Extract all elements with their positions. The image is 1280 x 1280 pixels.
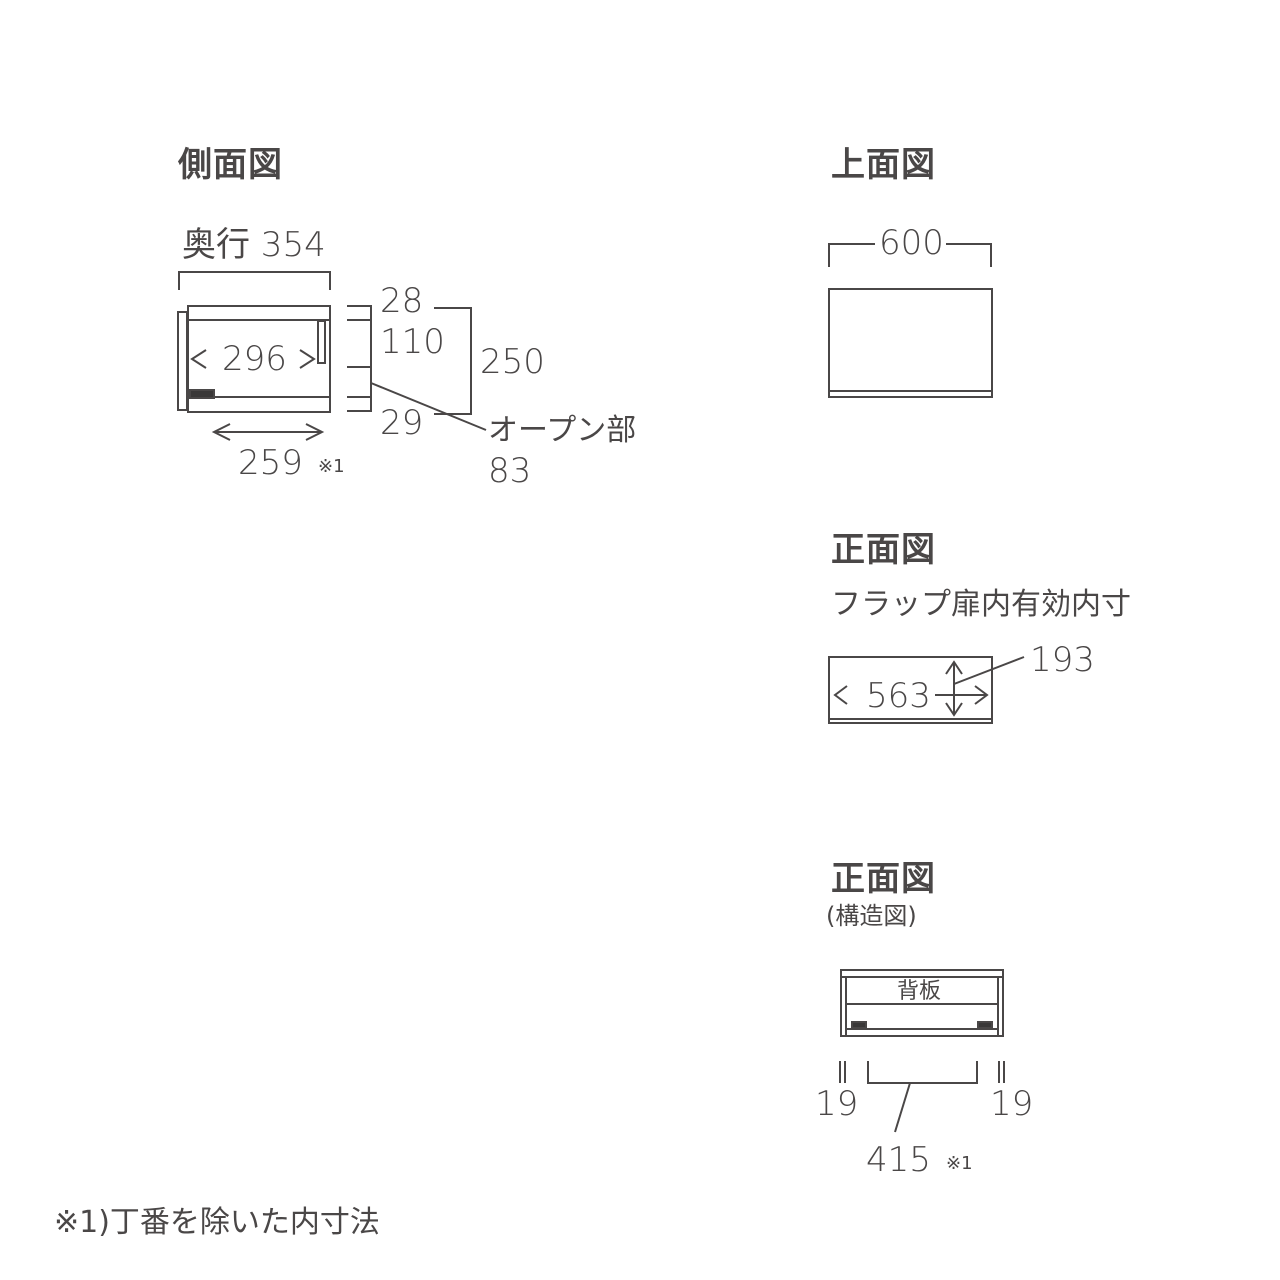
back-panel-label: 背板 [897,979,942,1004]
front-view-title: 正面図 [831,530,936,570]
top-view-drawing [828,243,993,398]
side-view-drawing [177,271,487,441]
depth-label: 奥行 354 [182,225,326,265]
inner-width-value: 259 [238,443,303,483]
front-view-drawing [828,656,1025,724]
flap-inner-width: 563 [866,676,931,716]
left-side-thickness: 19 [815,1084,859,1124]
open-dim-value: 110 [380,322,445,362]
structure-view-subtitle: (構造図) [826,902,917,930]
top-dim-value: 28 [380,281,424,321]
top-view-title: 上面図 [831,145,936,185]
front-structure-drawing [839,969,1005,1133]
structure-inner-width-note: ※1 [946,1153,973,1174]
inner-width-note: ※1 [318,456,345,477]
structure-view-title: 正面図 [831,859,936,899]
total-height-value: 250 [480,342,545,382]
flap-inner-height: 193 [1030,640,1095,680]
inner-depth-value: 296 [222,339,287,379]
side-view-title: 側面図 [178,145,283,185]
open-section-label: オープン部 [488,413,637,448]
right-side-thickness: 19 [990,1084,1034,1124]
structure-inner-width: 415 [866,1140,931,1180]
front-view-subtitle: フラップ扉内有効内寸 [831,587,1131,622]
bottom-dim-value: 29 [380,403,424,443]
footnote: ※1)丁番を除いた内寸法 [54,1205,380,1240]
open-section-value: 83 [488,451,532,491]
top-width-value: 600 [879,223,944,263]
